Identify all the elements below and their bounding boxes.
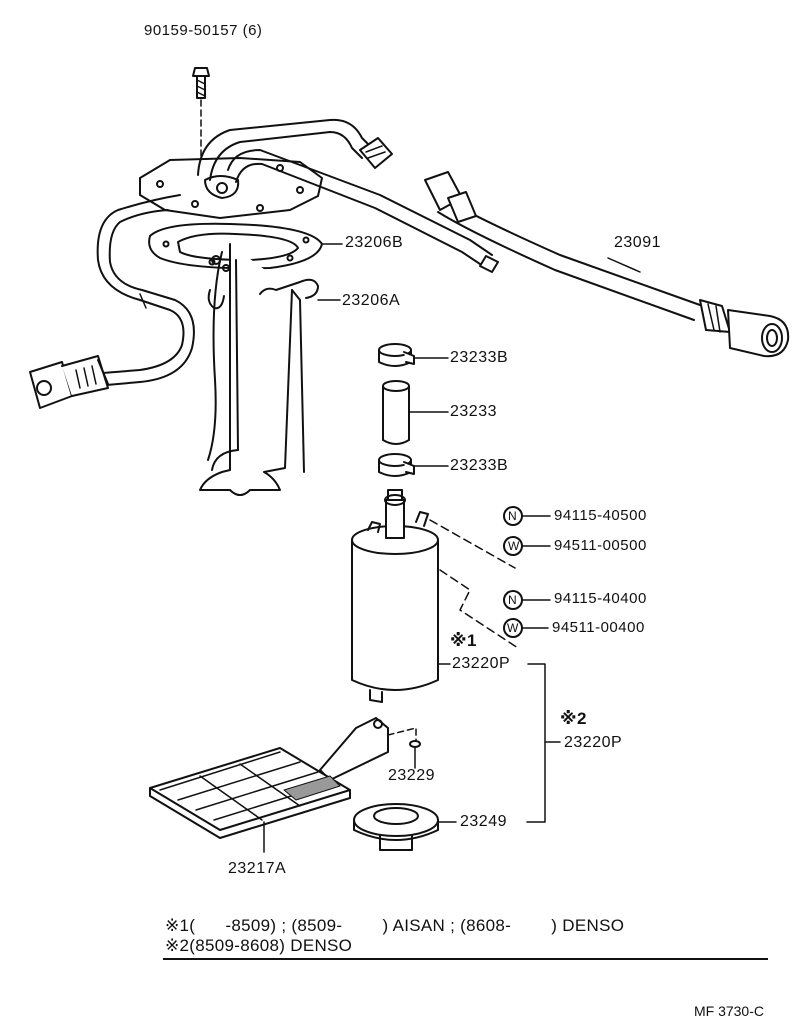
bolt-label: 90159-50157 (6) xyxy=(144,22,263,39)
note-mark-1: ※1 xyxy=(450,631,477,650)
pump-bracket-body xyxy=(199,243,341,496)
pump-kit-label: 23220P xyxy=(564,734,623,751)
electrical-connector xyxy=(29,355,109,409)
notes-divider xyxy=(163,958,768,960)
fuel-hose-part xyxy=(424,171,790,358)
clip-label: 23229 xyxy=(388,767,435,784)
washer-1-label: 94511-00500 xyxy=(554,537,647,554)
hose-clamp-top xyxy=(378,343,449,367)
clamp-bottom-label: 23233B xyxy=(450,457,509,474)
fuel-pump-part xyxy=(351,489,519,703)
diagram-code: MF 3730-C xyxy=(693,1003,764,1019)
note-mark-2: ※2 xyxy=(560,709,587,728)
washer-symbol-2: W xyxy=(507,621,519,635)
note-2: ※2(8509-8608) DENSO xyxy=(165,936,353,955)
clip-part xyxy=(387,727,421,769)
pump-label: 23220P xyxy=(452,655,511,672)
pump-bracket-plate xyxy=(139,157,323,219)
washer-symbol-1: W xyxy=(508,539,520,553)
nut-symbol-2: N xyxy=(508,593,518,607)
nut-symbol-1: N xyxy=(508,509,518,523)
hardware-symbols xyxy=(503,506,551,638)
hose-clamp-bottom xyxy=(378,453,449,477)
fuel-hose-label: 23091 xyxy=(614,234,661,251)
hose-label: 23233 xyxy=(450,403,497,420)
hose-part xyxy=(382,380,449,445)
fuel-pipes xyxy=(89,118,499,387)
fuel-filter-part xyxy=(149,717,389,853)
gasket-label: 23206B xyxy=(345,234,404,251)
nut-2-label: 94115-40400 xyxy=(554,590,647,607)
clamp-top-label: 23233B xyxy=(450,349,509,366)
bolt-part xyxy=(192,67,210,161)
cushion-label: 23249 xyxy=(460,813,507,830)
washer-2-label: 94511-00400 xyxy=(552,619,645,636)
nut-1-label: 94115-40500 xyxy=(554,507,647,524)
pump-cushion-part xyxy=(353,803,457,851)
note-1: ※1( -8509) ; (8509- ) AISAN ; (8608- ) D… xyxy=(165,916,625,935)
kit-bracket-line xyxy=(526,663,561,823)
filter-label: 23217A xyxy=(228,860,287,877)
gasket-part xyxy=(148,222,343,270)
bracket-label: 23206A xyxy=(342,292,401,309)
